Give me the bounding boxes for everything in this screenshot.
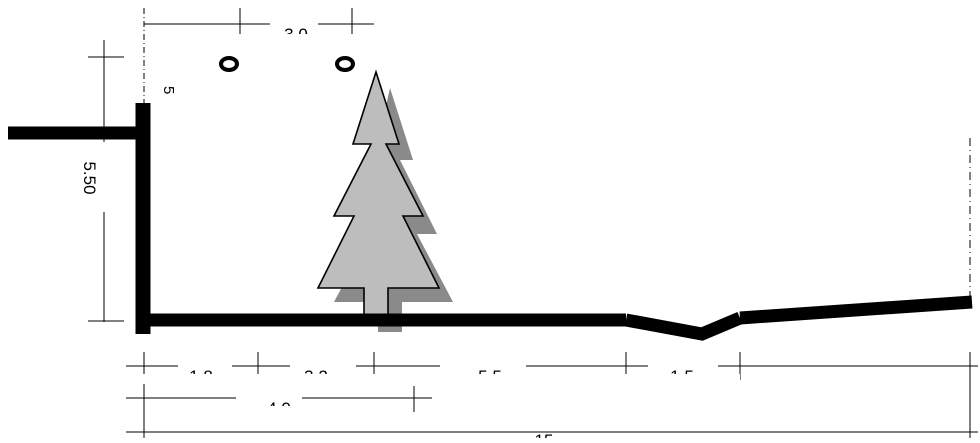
dimension-row-2: 4.0 xyxy=(126,386,432,418)
ground-slope-right xyxy=(739,295,973,325)
lamp-marker-icon xyxy=(335,56,355,72)
dimension-row-3: 15 xyxy=(126,431,978,443)
dimension-label-wall: 5.50 xyxy=(80,161,99,194)
lamp-marker-icon xyxy=(219,56,239,72)
dimension-wall-height: 5.50 xyxy=(80,40,124,322)
section-profile xyxy=(8,103,973,341)
dimension-label-total: 15 xyxy=(535,431,554,438)
ground-ditch xyxy=(624,312,743,341)
tree-icon xyxy=(316,69,441,317)
dimension-row-1: 1.8 3.2 5.5 1.5 xyxy=(120,352,978,438)
dimension-label-offset: 5 xyxy=(160,86,177,94)
dimension-top-spacing: 3.0 xyxy=(144,8,374,44)
